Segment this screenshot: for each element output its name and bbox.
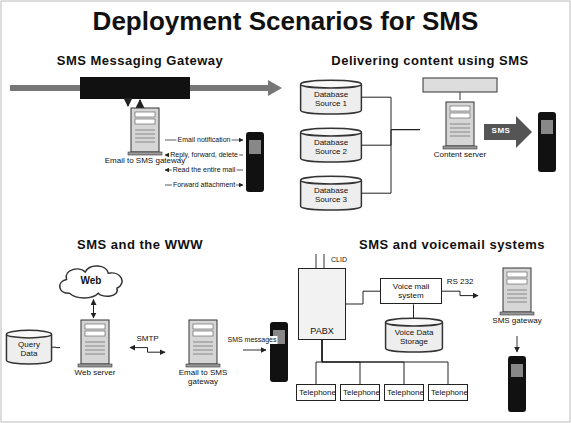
web-cloud: Web (55, 262, 127, 300)
node-text: Database Source 2 (303, 138, 359, 156)
sms-arrow (484, 116, 532, 148)
node-text: Voice mail system (383, 282, 439, 300)
mobile-phone (538, 112, 556, 172)
arrow-label: SMS (491, 127, 512, 136)
node-text: Voice Data Storage (388, 328, 440, 346)
system-box: Telephone (340, 384, 380, 401)
line-label: CLID (330, 256, 348, 264)
node-text: Database Source 1 (303, 90, 359, 108)
node-text: Telephone (387, 388, 421, 397)
database-cylinder: Database Source 3 (300, 176, 362, 210)
section-heading: SMS and the WWW (76, 238, 204, 252)
line-label: Forward attachment (172, 181, 236, 189)
node-text: Query Data (9, 340, 49, 358)
database-cylinder: Database Source 1 (300, 80, 362, 114)
edge-label: SMTP (135, 335, 159, 344)
node-text: Web server (60, 368, 130, 377)
server-icon (442, 100, 478, 150)
connector (93, 300, 94, 319)
mobile-phone (246, 132, 264, 192)
section-heading: Delivering content using SMS (330, 54, 529, 68)
connector (362, 97, 420, 129)
server-icon (185, 318, 221, 368)
database-cylinder: Query Data (6, 330, 52, 364)
node-text: Email to SMS gateway (165, 368, 241, 386)
node-text: Web (67, 275, 115, 287)
section-heading: SMS and voicemail systems (358, 238, 546, 252)
server-node: SMS gateway (478, 266, 556, 325)
mobile-phone (508, 356, 526, 412)
connector (413, 304, 414, 318)
node-text: SMS gateway (478, 316, 556, 325)
section-heading: SMS Messaging Gateway (56, 54, 225, 68)
connector (130, 348, 165, 353)
system-box: Telephone (428, 384, 468, 401)
gateway-box (80, 77, 190, 99)
device-link (460, 92, 461, 100)
line-label: Email notification (177, 136, 232, 144)
database-cylinder: Voice Data Storage (385, 318, 443, 352)
slide-title: Deployment Scenarios for SMS (0, 6, 571, 37)
system-box: Voice mail system (380, 278, 442, 304)
line-label: Reply, forward, delete (169, 151, 239, 159)
server-node: Web server (60, 318, 130, 377)
connector (362, 130, 420, 194)
node-text: PABX (302, 326, 342, 336)
modem-device (423, 78, 497, 92)
connector (316, 340, 322, 384)
pabx-box: PABX (298, 268, 346, 340)
server-icon (77, 318, 113, 368)
edge-label: RS 232 (446, 278, 475, 287)
connector (442, 291, 478, 295)
sms-line (243, 350, 266, 351)
node-text: Database Source 3 (303, 186, 359, 204)
line-label: Read the entire mail (172, 166, 237, 174)
up-arrow (139, 100, 141, 106)
connector (52, 347, 60, 348)
trunk-line (324, 254, 325, 268)
server-node: Email to SMS gateway (165, 318, 241, 386)
node-text: Content server (420, 150, 500, 159)
server-icon (499, 266, 535, 316)
connector (346, 291, 380, 304)
server-icon (127, 106, 163, 156)
system-box: Telephone (384, 384, 424, 401)
server-node: Content server (420, 100, 500, 159)
node-text: Telephone (431, 388, 465, 397)
down-arrow (127, 100, 129, 106)
node-text: Telephone (343, 388, 377, 397)
database-cylinder: Database Source 2 (300, 128, 362, 162)
arrow-head (268, 80, 282, 96)
mobile-phone (270, 322, 288, 382)
sms-line (517, 336, 518, 352)
trunk-line (316, 254, 317, 268)
line-label: SMS messages (226, 336, 277, 344)
node-text: Telephone (299, 388, 333, 397)
system-box: Telephone (296, 384, 336, 401)
